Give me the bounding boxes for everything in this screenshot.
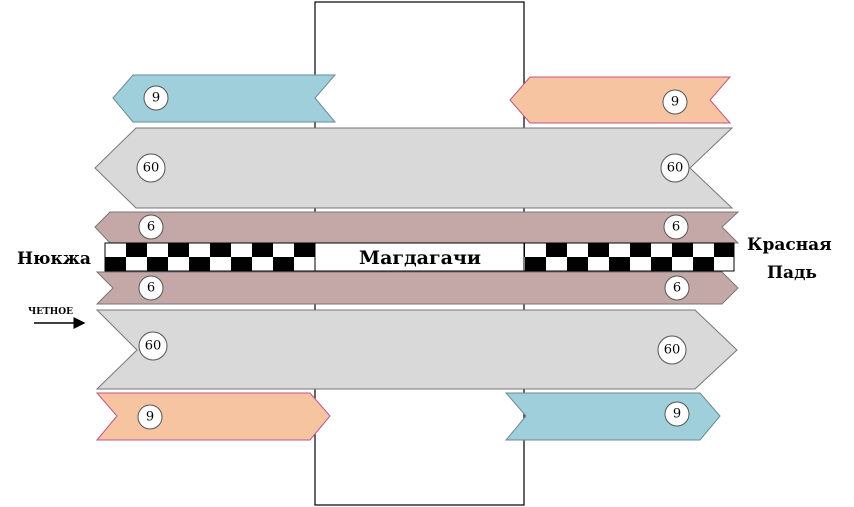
arrow-top-left-blue — [112, 74, 337, 123]
arrow-lower-grey — [95, 309, 738, 390]
svg-text:6: 6 — [672, 220, 680, 235]
speed-badge: 60 — [657, 335, 687, 365]
svg-text:6: 6 — [147, 220, 155, 235]
speed-badge: 60 — [660, 153, 690, 183]
speed-badge: 60 — [138, 331, 168, 361]
speed-badge: 60 — [136, 153, 166, 183]
arrow-bottom-left-peach — [95, 392, 331, 441]
svg-text:60: 60 — [145, 339, 162, 354]
right-neighbor-label-line2: Падь — [767, 263, 817, 283]
speed-badge: 6 — [138, 214, 164, 240]
svg-text:6: 6 — [673, 281, 681, 296]
arrow-upper-grey — [94, 127, 734, 209]
speed-badge: 6 — [138, 275, 164, 301]
svg-text:60: 60 — [664, 343, 681, 358]
right-neighbor-label-line1: Красная — [747, 235, 832, 255]
svg-text:60: 60 — [667, 161, 684, 176]
speed-badge: 9 — [664, 401, 690, 427]
arrow-top-right-peach — [509, 76, 732, 124]
arrow-bottom-right-blue — [504, 392, 721, 441]
track-checker-right — [523, 242, 735, 272]
svg-text:9: 9 — [671, 95, 679, 110]
speed-badge: 9 — [662, 89, 688, 115]
svg-text:60: 60 — [143, 161, 160, 176]
svg-text:9: 9 — [152, 91, 160, 106]
speed-badge: 6 — [664, 275, 690, 301]
station-name: Магдагачи — [359, 247, 481, 269]
svg-text:6: 6 — [147, 281, 155, 296]
track-station-segment — [314, 242, 525, 272]
speed-badge: 9 — [137, 404, 163, 430]
arrow-lower-mauve — [95, 271, 739, 305]
svg-text:9: 9 — [146, 410, 154, 425]
track-checker-left — [104, 242, 316, 272]
left-neighbor-label: Нюкжа — [17, 249, 91, 269]
arrow-upper-mauve — [94, 211, 740, 244]
svg-text:9: 9 — [673, 407, 681, 422]
speed-badge: 6 — [663, 214, 689, 240]
direction-label: ЧЕТНОЕ — [28, 307, 73, 317]
speed-badge: 9 — [143, 85, 169, 111]
